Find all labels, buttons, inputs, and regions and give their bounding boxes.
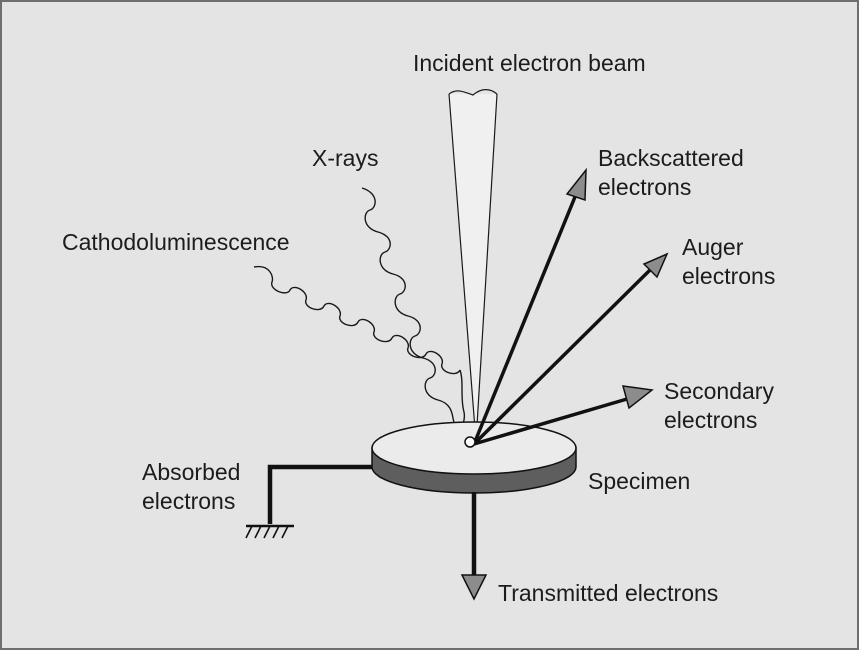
transmitted-arrow: [460, 492, 488, 601]
transmitted-label: Transmitted electrons: [498, 580, 719, 606]
absorbed-label-line1: Absorbed: [142, 459, 241, 485]
secondary-label-line2: electrons: [664, 407, 758, 433]
cathodoluminescence-wave: [253, 265, 461, 375]
auger-arrow: [472, 252, 669, 446]
absorbed-ground-wire: [245, 464, 374, 539]
xrays-label: X-rays: [312, 145, 379, 171]
backscattered-label-line1: Backscattered: [598, 145, 744, 171]
secondary-label-line1: Secondary: [664, 378, 774, 404]
backscattered-label-line2: electrons: [598, 174, 692, 200]
secondary-arrow: [473, 385, 654, 446]
incident-beam-cone: [448, 89, 498, 443]
specimen-disk: [371, 421, 577, 494]
absorbed-label-line2: electrons: [142, 488, 236, 514]
specimen-label: Specimen: [588, 468, 691, 494]
auger-label-line2: electrons: [682, 263, 776, 289]
interaction-point: [464, 436, 476, 448]
backscattered-arrow: [472, 167, 587, 445]
cathodoluminescence-label: Cathodoluminescence: [62, 229, 290, 255]
xrays-wave: [361, 187, 455, 423]
incident-beam-label: Incident electron beam: [413, 50, 646, 76]
auger-label-line1: Auger: [682, 234, 744, 260]
